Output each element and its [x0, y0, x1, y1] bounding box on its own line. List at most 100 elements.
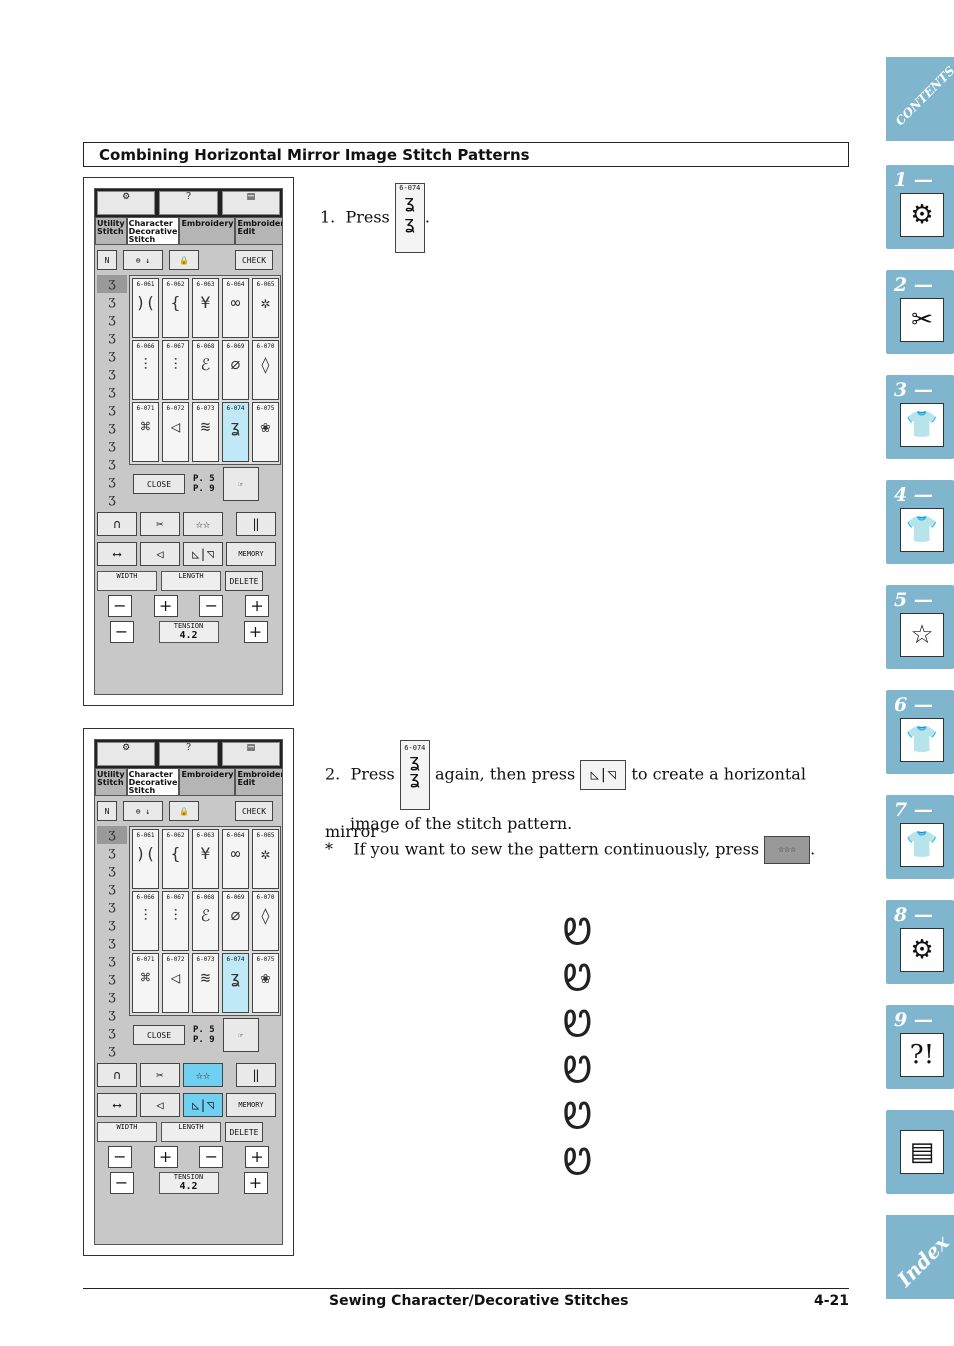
- chapter-5-tab[interactable]: 5 —☆: [886, 585, 954, 669]
- memory-button[interactable]: MEMORY: [226, 1093, 276, 1117]
- close-button[interactable]: CLOSE: [133, 1025, 185, 1045]
- pattern-6-069[interactable]: 6-069∅: [222, 891, 249, 951]
- settings-icon: ▤: [221, 191, 280, 215]
- minus-icon[interactable]: −: [109, 621, 134, 643]
- chapter-3-tab[interactable]: 3 —👕: [886, 375, 954, 459]
- pattern-6-063[interactable]: 6-063¥: [192, 278, 219, 338]
- pattern-6-066[interactable]: 6-066⫶: [132, 340, 159, 400]
- pattern-6-062[interactable]: 6-062{: [162, 278, 189, 338]
- lcd-screen: ⚙?▤ Utility Stitch Character Decorative …: [94, 188, 283, 695]
- pattern-6-061[interactable]: 6-061)(: [132, 278, 159, 338]
- pattern-6-066[interactable]: 6-066⫶: [132, 891, 159, 951]
- chapter-7-tab[interactable]: 7 —👕: [886, 795, 954, 879]
- close-button[interactable]: CLOSE: [133, 474, 185, 494]
- vertical-mirror-icon[interactable]: ⟷: [97, 542, 137, 566]
- pattern-6-070[interactable]: 6-070◊: [252, 340, 279, 400]
- minus-icon[interactable]: −: [199, 595, 224, 617]
- foot-icon: N: [97, 250, 117, 270]
- pattern-6-062[interactable]: 6-062{: [162, 829, 189, 889]
- pattern-6-073[interactable]: 6-073≋: [192, 402, 219, 462]
- footer-rule: [83, 1288, 849, 1289]
- chapter-1-tab[interactable]: 1 —⚙: [886, 165, 954, 249]
- tab-embroidery[interactable]: Embroidery: [179, 768, 236, 796]
- pattern-6-072[interactable]: 6-072◁: [162, 953, 189, 1013]
- tab-embroidery[interactable]: Embroidery: [179, 217, 236, 245]
- pattern-6-065[interactable]: 6-065✲: [252, 278, 279, 338]
- pages-icon: ▤: [900, 1130, 944, 1174]
- mirror-button[interactable]: ◺|◹: [183, 1093, 223, 1117]
- check-button[interactable]: CHECK: [235, 250, 273, 270]
- pattern-6-063[interactable]: 6-063¥: [192, 829, 219, 889]
- minus-icon[interactable]: −: [107, 595, 132, 617]
- pattern-6-072[interactable]: 6-072◁: [162, 402, 189, 462]
- step-number: 2.: [325, 764, 341, 784]
- lock-icon[interactable]: 🔒: [169, 801, 199, 821]
- pattern-6-065[interactable]: 6-065✲: [252, 829, 279, 889]
- vertical-mirror-icon[interactable]: ⟷: [97, 1093, 137, 1117]
- mirror-button-icon: ◺|◹: [580, 760, 627, 790]
- page-turn-button[interactable]: ☞: [222, 1018, 259, 1052]
- pattern-6-064[interactable]: 6-064∞: [222, 829, 249, 889]
- plus-icon[interactable]: +: [153, 1146, 178, 1168]
- horizontal-mirror-icon[interactable]: ◁: [140, 1093, 180, 1117]
- pattern-6-069[interactable]: 6-069∅: [222, 340, 249, 400]
- mirror-button[interactable]: ◺|◹: [183, 542, 223, 566]
- continuous-button[interactable]: ☆☆: [183, 512, 223, 536]
- lock-icon[interactable]: 🔒: [169, 250, 199, 270]
- reverse-icon[interactable]: ∩: [97, 512, 137, 536]
- memory-button[interactable]: MEMORY: [226, 542, 276, 566]
- pattern-6-061[interactable]: 6-061)(: [132, 829, 159, 889]
- tab-character[interactable]: Character Decorative Stitch: [126, 768, 180, 796]
- step-2-line-2: image of the stitch pattern.: [350, 814, 573, 833]
- minus-icon[interactable]: −: [199, 1146, 224, 1168]
- pattern-6-067[interactable]: 6-067⫶: [162, 340, 189, 400]
- horizontal-mirror-icon[interactable]: ◁: [140, 542, 180, 566]
- twin-needle-icon[interactable]: ‖: [236, 512, 276, 536]
- index-tab[interactable]: Index: [886, 1215, 954, 1299]
- tab-utility[interactable]: Utility Stitch: [95, 768, 127, 796]
- plus-icon[interactable]: +: [243, 621, 268, 643]
- plus-icon[interactable]: +: [153, 595, 178, 617]
- contents-tab[interactable]: CONTENTS: [886, 57, 954, 141]
- pattern-6-075[interactable]: 6-075❀: [252, 953, 279, 1013]
- pattern-6-071[interactable]: 6-071⌘: [132, 953, 159, 1013]
- scissors-icon[interactable]: ✂: [140, 512, 180, 536]
- category-icons: ⚙?▤: [95, 189, 282, 217]
- chapter-6-tab[interactable]: 6 —👕: [886, 690, 954, 774]
- check-button[interactable]: CHECK: [235, 801, 273, 821]
- chapter-2-tab[interactable]: 2 —✂: [886, 270, 954, 354]
- scissors-icon[interactable]: ✂: [140, 1063, 180, 1087]
- twin-needle-icon[interactable]: ‖: [236, 1063, 276, 1087]
- reverse-icon[interactable]: ∩: [97, 1063, 137, 1087]
- category-icons: ⚙?▤: [95, 740, 282, 768]
- plus-icon[interactable]: +: [245, 1146, 270, 1168]
- sewing-machine-icon: ⚙: [900, 193, 944, 237]
- minus-icon[interactable]: −: [109, 1172, 134, 1194]
- tab-utility[interactable]: Utility Stitch: [95, 217, 127, 245]
- plus-icon[interactable]: +: [243, 1172, 268, 1194]
- chapter-9-tab[interactable]: 9 —?!: [886, 1005, 954, 1089]
- pattern-6-067[interactable]: 6-067⫶: [162, 891, 189, 951]
- pattern-6-064[interactable]: 6-064∞: [222, 278, 249, 338]
- plus-icon[interactable]: +: [245, 595, 270, 617]
- pattern-6-073[interactable]: 6-073≋: [192, 953, 219, 1013]
- minus-icon[interactable]: −: [107, 1146, 132, 1168]
- chapter-4-tab[interactable]: 4 —👕: [886, 480, 954, 564]
- continuous-button[interactable]: ☆☆: [183, 1063, 223, 1087]
- document-pages-tab[interactable]: ▤: [886, 1110, 954, 1194]
- delete-button[interactable]: DELETE: [225, 571, 263, 591]
- tab-embroidery-edit[interactable]: Embroidery Edit: [235, 768, 282, 796]
- pattern-6-070[interactable]: 6-070◊: [252, 891, 279, 951]
- pattern-6-075[interactable]: 6-075❀: [252, 402, 279, 462]
- pattern-6-071[interactable]: 6-071⌘: [132, 402, 159, 462]
- delete-button[interactable]: DELETE: [225, 1122, 263, 1142]
- tab-embroidery-edit[interactable]: Embroidery Edit: [235, 217, 282, 245]
- chapter-8-tab[interactable]: 8 —⚙: [886, 900, 954, 984]
- page-turn-button[interactable]: ☞: [222, 467, 259, 501]
- tab-character[interactable]: Character Decorative Stitch: [126, 217, 180, 245]
